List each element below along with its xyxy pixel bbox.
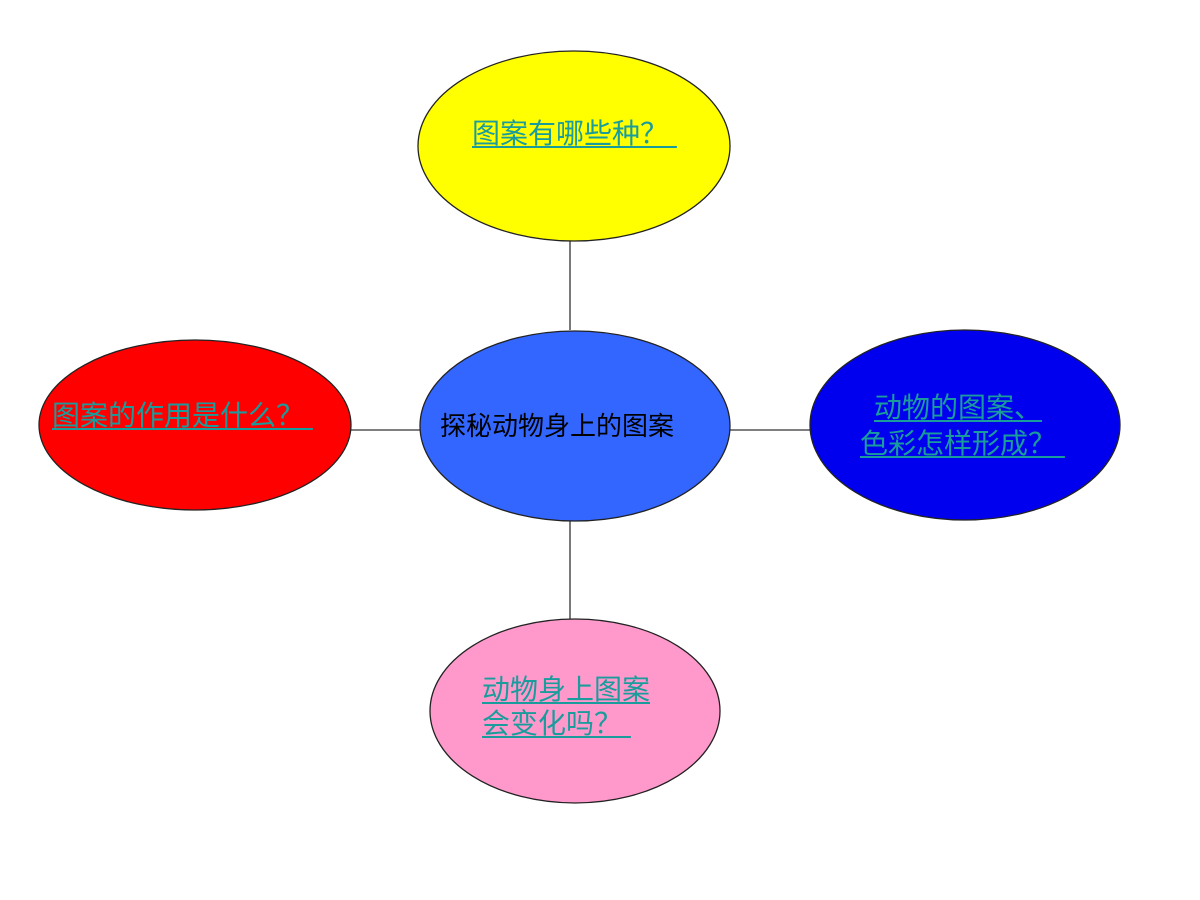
- center-node-label: 探秘动物身上的图案: [440, 412, 675, 442]
- top-node-link[interactable]: 图案有哪些种？: [472, 117, 677, 150]
- bottom-node-link-line1[interactable]: 动物身上图案: [482, 673, 651, 706]
- left-node-link[interactable]: 图案的作用是什么？: [52, 399, 313, 432]
- right-node-link-line1[interactable]: 动物的图案、: [874, 391, 1043, 424]
- top-node-ellipse[interactable]: [417, 50, 731, 242]
- bottom-node-ellipse[interactable]: [429, 618, 721, 804]
- right-node-ellipse[interactable]: [809, 329, 1121, 521]
- bottom-node-link-line2[interactable]: 会变化吗？: [482, 707, 631, 740]
- center-node-ellipse: [419, 330, 731, 522]
- right-node-link-line2[interactable]: 色彩怎样形成？: [860, 427, 1065, 460]
- left-node-ellipse[interactable]: [38, 339, 352, 511]
